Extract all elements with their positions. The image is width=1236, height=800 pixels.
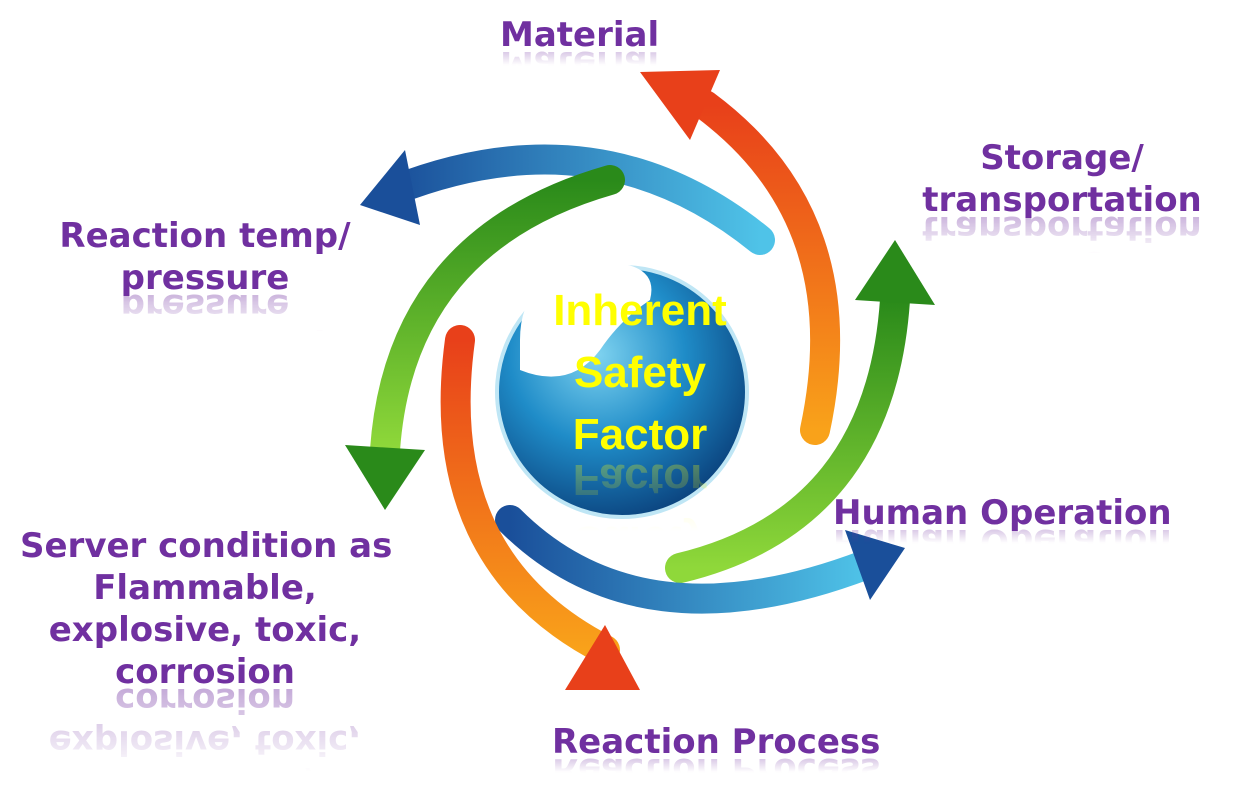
label-server-line-2: Flammable,: [93, 568, 317, 608]
center-line-1: Inherent: [553, 286, 727, 335]
label-reaction-temp: Reaction temp/ pressure: [55, 215, 355, 299]
label-reaction-temp-line-2: pressure: [120, 258, 290, 298]
arrow-orange-bottom: [440, 325, 640, 690]
arrow-green-left: [345, 165, 625, 510]
arrow-blue-bottom: [495, 505, 905, 614]
arrow-green-right: [665, 240, 935, 583]
label-human-operation: Human Operation: [833, 493, 1172, 533]
center-line-3: Factor: [572, 410, 708, 459]
label-server-condition: Server condition as Flammable, explosive…: [20, 525, 393, 693]
label-server-line-3: explosive, toxic,: [48, 610, 362, 650]
label-server-line-1: Server condition as: [20, 526, 393, 566]
label-reaction-process: Reaction Process: [552, 722, 881, 762]
label-reaction-temp-line-1: Reaction temp/: [59, 216, 351, 256]
label-storage-line-1: Storage/: [980, 138, 1144, 178]
arrow-blue-top: [360, 144, 775, 255]
label-storage: Storage/ transportation: [922, 137, 1202, 221]
center-sphere: [495, 262, 749, 519]
label-material: Material: [500, 15, 660, 55]
label-storage-line-2: transportation: [922, 180, 1202, 220]
arrow-orange-top: [640, 70, 841, 445]
center-title: Inherent Safety Factor: [520, 280, 760, 466]
label-server-line-4: corrosion: [115, 652, 295, 692]
center-line-2: Safety: [573, 348, 707, 397]
